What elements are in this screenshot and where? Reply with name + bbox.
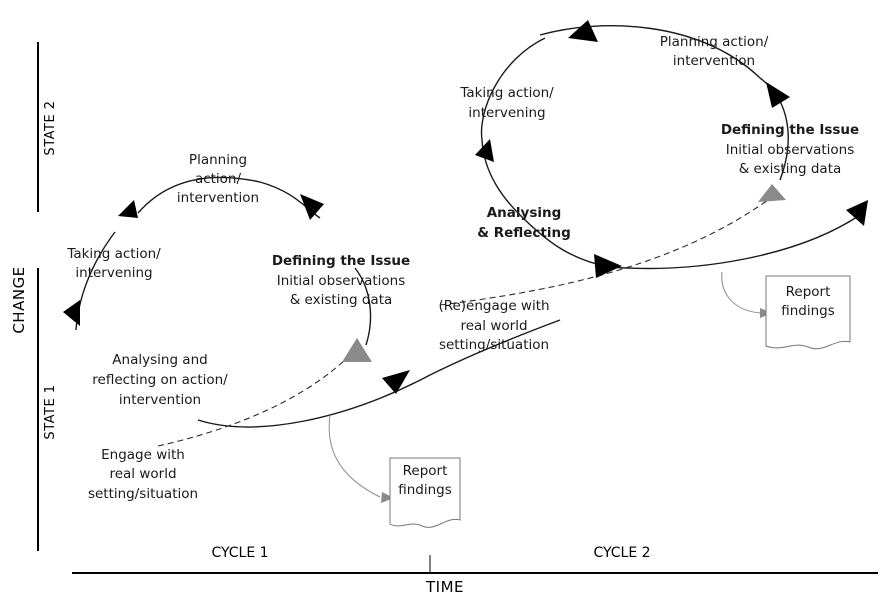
svg-text:(Re)engage with: (Re)engage with [438, 298, 549, 314]
svg-text:setting/situation: setting/situation [88, 486, 198, 502]
svg-text:action/: action/ [195, 171, 242, 187]
svg-text:Analysing: Analysing [487, 205, 562, 221]
cycle-1-report-connector [328, 414, 381, 498]
svg-text:Taking action/: Taking action/ [66, 246, 161, 262]
cycle-2-defining-label: Defining the Issue Initial observations … [721, 122, 859, 177]
state-2-label: STATE 2 [43, 100, 58, 155]
svg-text:findings: findings [398, 482, 452, 498]
cycle-2-engage-label: (Re)engage with real world setting/situa… [438, 298, 549, 353]
cycle-1-label: CYCLE 1 [211, 545, 268, 561]
cycle-1-analysing-label: Analysing and reflecting on action/ inte… [92, 352, 228, 408]
svg-text:Initial observations: Initial observations [277, 273, 406, 289]
svg-text:& existing data: & existing data [739, 161, 842, 177]
svg-text:Engage with: Engage with [101, 447, 185, 463]
cycle-2-arc-top [539, 25, 761, 79]
cycle-2-grey-arrow [758, 184, 786, 202]
cycle-2-dashed-path [439, 194, 776, 306]
svg-text:Planning: Planning [189, 152, 247, 168]
cycle-2-taking-action-label: Taking action/ intervening [459, 85, 554, 121]
svg-text:Defining the Issue: Defining the Issue [272, 253, 410, 269]
cycle-2-analysing-label: Analysing & Reflecting [477, 205, 571, 241]
svg-text:& existing data: & existing data [290, 292, 393, 308]
cycle-1-report-label: Report findings [398, 463, 452, 498]
cycle-1-grey-arrow [342, 338, 372, 362]
svg-text:Planning action/: Planning action/ [660, 34, 769, 50]
cycle-1-planning-label: Planning action/ intervention [177, 152, 259, 206]
cycle-1-report-arrowhead [381, 492, 394, 503]
cycle-2-planning-label: Planning action/ intervention [660, 34, 769, 69]
svg-text:reflecting on action/: reflecting on action/ [92, 372, 228, 388]
svg-text:Report: Report [786, 284, 831, 300]
cycle-2-label: CYCLE 2 [593, 545, 650, 561]
cycle-1-arrow-left [63, 300, 80, 326]
cycle-1-dashed-path [157, 344, 361, 447]
cycle-2-arrow-right [766, 82, 790, 108]
cycle-1-defining-label: Defining the Issue Initial observations … [272, 253, 410, 308]
svg-text:Analysing and: Analysing and [112, 352, 207, 368]
svg-text:real world: real world [460, 318, 527, 334]
cycle-2-report-doc [765, 275, 851, 350]
svg-text:intervention: intervention [673, 53, 755, 69]
svg-text:& Reflecting: & Reflecting [477, 225, 571, 241]
svg-text:Defining the Issue: Defining the Issue [721, 122, 859, 138]
cycle-2-arrow-end [846, 200, 868, 226]
cycle-2-arrow-top [568, 20, 598, 42]
svg-text:intervening: intervening [75, 265, 152, 281]
cycle-1-arrow-bottom [382, 370, 410, 394]
cycle-1-taking-action-label: Taking action/ intervening [66, 246, 161, 281]
svg-text:Initial observations: Initial observations [726, 142, 855, 158]
svg-text:Report: Report [403, 463, 448, 479]
svg-text:setting/situation: setting/situation [439, 337, 549, 353]
cycle-1-arc-bottom [197, 319, 561, 428]
state-1-label: STATE 1 [43, 384, 58, 439]
time-axis-label: TIME [425, 578, 464, 595]
svg-text:Taking action/: Taking action/ [459, 85, 554, 101]
cycle-1-arrow-top-right [300, 194, 324, 220]
cycle-1-engage-label: Engage with real world setting/situation [88, 447, 198, 502]
svg-text:intervention: intervention [177, 190, 259, 206]
cycle-2-arrow-bottom [594, 254, 622, 278]
cycle-1-arrow-top-left [118, 200, 138, 218]
svg-text:real world: real world [109, 466, 176, 482]
cycle-2-arrow-left [475, 139, 494, 162]
svg-text:intervention: intervention [119, 392, 201, 408]
cycle-2-report-label: Report findings [781, 284, 835, 319]
svg-text:findings: findings [781, 303, 835, 319]
cycle-1-arc-right [354, 267, 372, 346]
cycle-2-arc-left [480, 37, 546, 216]
change-axis-label: CHANGE [10, 266, 28, 333]
cycle-2-arc-bottom [519, 214, 861, 270]
cycle-2-report-connector [721, 271, 761, 314]
cycle-1-report-doc [389, 457, 461, 528]
svg-text:intervening: intervening [468, 105, 545, 121]
